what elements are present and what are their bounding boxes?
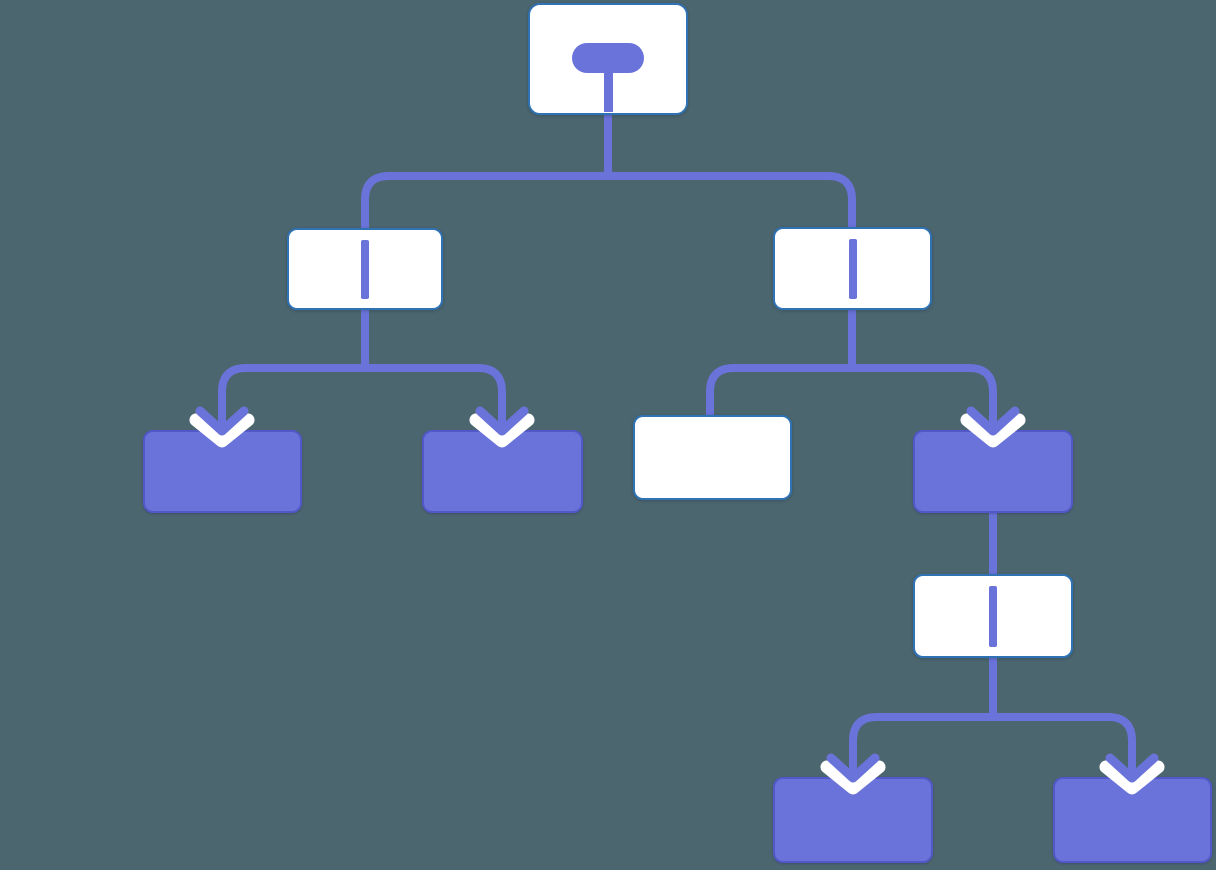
connector-level1-split (361, 172, 856, 228)
flow-node-branch-right-lower[interactable] (913, 574, 1073, 658)
flow-node-root[interactable] (528, 3, 688, 115)
flow-node-leaf-bottom-2[interactable] (1053, 777, 1212, 863)
flow-node-branch-right-purple[interactable] (913, 430, 1073, 513)
flow-node-branch-left[interactable] (287, 228, 443, 310)
flow-node-leaf-bottom-1[interactable] (773, 777, 933, 863)
connector-left-split (218, 364, 506, 413)
flow-node-branch-right[interactable] (773, 227, 932, 310)
flow-node-leaf-right-white[interactable] (633, 415, 792, 500)
through-line (848, 239, 857, 299)
start-pill-icon (572, 43, 644, 73)
flow-node-leaf-left-2[interactable] (422, 430, 583, 513)
connector-right-split (706, 364, 997, 415)
through-line (989, 586, 997, 647)
through-line (361, 240, 369, 299)
connector-bottom-split (849, 713, 1136, 760)
pill-stem (603, 71, 613, 112)
flow-node-leaf-left-1[interactable] (143, 430, 302, 513)
